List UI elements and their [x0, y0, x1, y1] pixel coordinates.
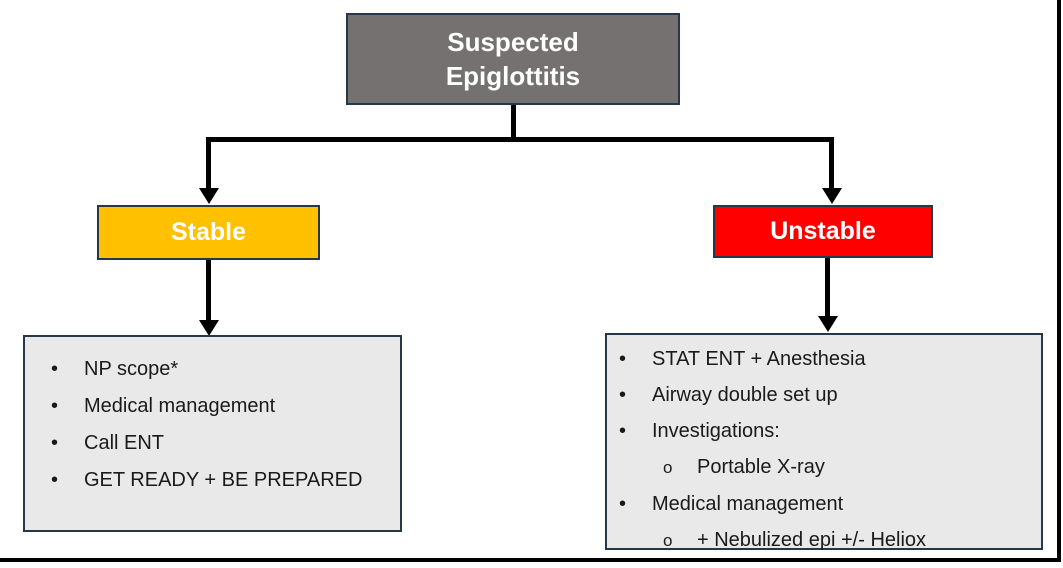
list-item: • NP scope* [25, 351, 400, 388]
list-item-text: + Nebulized epi +/- Heliox [697, 529, 927, 551]
list-item: • GET READY + BE PREPARED [25, 462, 400, 499]
list-subitem: o + Nebulized epi +/- Heliox [607, 522, 1041, 559]
bullet-icon: • [619, 493, 627, 515]
arrowhead-to-unstable [822, 188, 842, 204]
bullet-icon: • [51, 395, 59, 417]
stable-label: Stable [170, 218, 247, 246]
sub-bullet-icon: o [663, 458, 673, 477]
list-item-text: Medical management [84, 395, 276, 417]
arrowhead-to-stable [199, 188, 219, 204]
list-item-text: STAT ENT + Anesthesia [652, 348, 866, 370]
arrowhead-to-stable-actions [199, 320, 219, 336]
connector-horizontal-bar [206, 137, 834, 142]
connector-unstable-to-actions [825, 258, 830, 317]
node-stable: Stable [97, 205, 320, 260]
unstable-actions-box: • STAT ENT + Anesthesia • Airway double … [605, 333, 1043, 551]
list-item: • Airway double set up [607, 377, 1041, 413]
connector-left-branch [206, 137, 211, 189]
frame-bottom-edge [0, 558, 1061, 562]
root-label-line2: Epiglottitis [445, 61, 581, 91]
list-item: • Call ENT [25, 425, 400, 462]
frame-right-edge [1057, 0, 1061, 561]
list-item: • Medical management [25, 388, 400, 425]
list-item-text: GET READY + BE PREPARED [84, 469, 363, 491]
list-subitem: o Portable X-ray [607, 449, 1041, 486]
bullet-icon: • [51, 358, 59, 380]
root-label-line1: Suspected [447, 27, 579, 57]
bullet-icon: • [51, 432, 59, 454]
list-item-text: Investigations: [652, 420, 780, 442]
unstable-label: Unstable [770, 217, 876, 245]
arrowhead-to-unstable-actions [818, 316, 838, 332]
list-item: • Investigations: [607, 413, 1041, 449]
bullet-icon: • [619, 348, 627, 370]
bullet-icon: • [619, 420, 627, 442]
bullet-icon: • [619, 384, 627, 406]
list-item-text: Call ENT [84, 432, 165, 454]
sub-bullet-icon: o [663, 531, 673, 550]
list-item: • STAT ENT + Anesthesia [607, 341, 1041, 377]
node-unstable: Unstable [713, 205, 933, 258]
connector-root-stem [511, 105, 516, 139]
connector-stable-to-actions [206, 260, 211, 321]
list-item-text: Portable X-ray [697, 456, 825, 478]
stable-actions-box: • NP scope* • Medical management • Call … [23, 335, 402, 532]
list-item-text: Airway double set up [652, 384, 838, 406]
list-item-text: Medical management [652, 493, 844, 515]
node-suspected-epiglottitis: Suspected Epiglottitis [346, 13, 680, 105]
list-item: • Medical management [607, 486, 1041, 522]
connector-right-branch [829, 137, 834, 189]
bullet-icon: • [51, 469, 59, 491]
list-item-text: NP scope* [84, 358, 179, 380]
